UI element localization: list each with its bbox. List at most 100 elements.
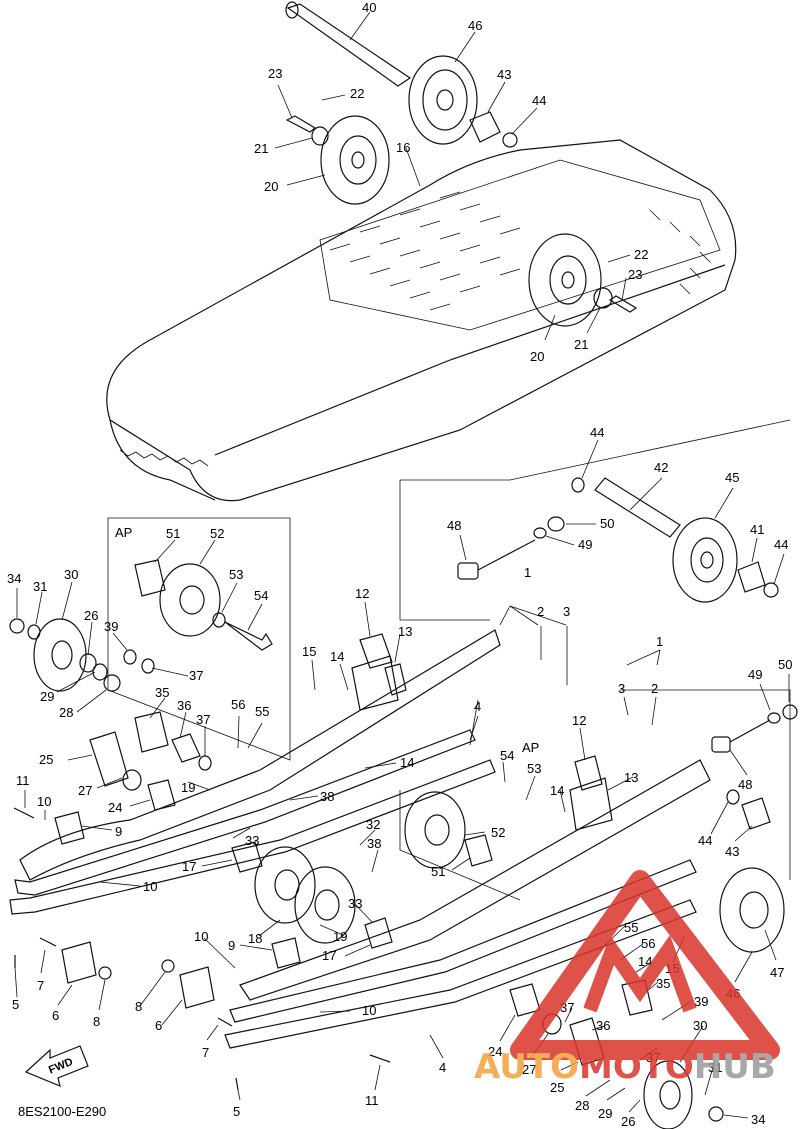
rivet-11-right bbox=[369, 1054, 391, 1063]
washer-31-left bbox=[27, 624, 41, 640]
nut-34-right bbox=[708, 1106, 724, 1122]
washer-8-left bbox=[98, 966, 112, 980]
callout-label: 26 bbox=[84, 608, 98, 623]
callout-label: 10 bbox=[37, 794, 51, 809]
callout-label: 51 bbox=[166, 526, 180, 541]
callout-label: 11 bbox=[16, 773, 30, 788]
collar-41 bbox=[737, 561, 766, 593]
callout-label: 9 bbox=[115, 824, 122, 839]
callout-label: 53 bbox=[527, 761, 541, 776]
callout-label: 23 bbox=[268, 66, 282, 81]
callout-label: 50 bbox=[778, 657, 792, 672]
callout-label: 13 bbox=[624, 770, 638, 785]
callout-label: 14 bbox=[550, 783, 564, 798]
callout-label: 45 bbox=[725, 470, 739, 485]
callout-label: 20 bbox=[530, 349, 544, 364]
callout-label: 54 bbox=[500, 748, 514, 763]
collar-51-left bbox=[134, 559, 166, 597]
callout-label: 7 bbox=[202, 1045, 209, 1060]
screw-7-left bbox=[39, 937, 57, 947]
collar-36-left bbox=[171, 733, 201, 763]
callout-label: 28 bbox=[59, 705, 73, 720]
washer-49-lower bbox=[767, 712, 781, 724]
wheel-52-left bbox=[159, 563, 221, 637]
callout-label: 5 bbox=[12, 997, 19, 1012]
idler-wheel-20-top bbox=[320, 115, 390, 205]
ap-label-left: AP bbox=[115, 525, 132, 540]
callout-label: 38 bbox=[367, 836, 381, 851]
callout-label: 44 bbox=[532, 93, 546, 108]
callout-label: 44 bbox=[698, 833, 712, 848]
callout-label: 16 bbox=[396, 140, 410, 155]
outline-right bbox=[620, 689, 791, 880]
callout-label: 19 bbox=[333, 929, 347, 944]
callout-label: 22 bbox=[634, 247, 648, 262]
callout-label: 42 bbox=[654, 460, 668, 475]
callout-label: 46 bbox=[468, 18, 482, 33]
collar-21-top bbox=[311, 126, 329, 146]
callout-label: 40 bbox=[362, 0, 376, 15]
diagram-code: 8ES2100-E290 bbox=[18, 1104, 106, 1119]
callout-label: 17 bbox=[182, 859, 196, 874]
callout-labels: 40 46 23 22 43 44 21 16 20 22 23 20 21 4… bbox=[7, 0, 792, 1129]
callout-label: 12 bbox=[572, 713, 586, 728]
outline-left bbox=[399, 480, 490, 621]
callout-label: 35 bbox=[155, 685, 169, 700]
ap-label-right: AP bbox=[522, 740, 539, 755]
callout-label: 37 bbox=[189, 668, 203, 683]
callout-label: 49 bbox=[578, 537, 592, 552]
callout-label: 37 bbox=[196, 712, 210, 727]
track-belt bbox=[106, 139, 737, 502]
callout-label: 41 bbox=[750, 522, 764, 537]
callout-label: 28 bbox=[575, 1098, 589, 1113]
fwd-arrow-icon: FWD bbox=[24, 1045, 89, 1088]
callout-label: 39 bbox=[104, 619, 118, 634]
nut-50-lower bbox=[782, 704, 798, 720]
callout-label: 56 bbox=[231, 697, 245, 712]
stopper-6-left bbox=[61, 941, 97, 984]
callout-label: 52 bbox=[491, 825, 505, 840]
callout-label: 3 bbox=[618, 681, 625, 696]
stopper-6-right bbox=[179, 966, 215, 1009]
callout-label: 27 bbox=[522, 1062, 536, 1077]
callout-label: 43 bbox=[497, 67, 511, 82]
callout-label: 31 bbox=[33, 579, 47, 594]
bracket-13-left bbox=[384, 663, 407, 696]
stopper-9-left bbox=[54, 811, 85, 845]
callout-label: 38 bbox=[320, 789, 334, 804]
ring-29-left bbox=[92, 663, 108, 681]
callout-label: 23 bbox=[628, 267, 642, 282]
callout-label: 22 bbox=[350, 86, 364, 101]
callout-label: 27 bbox=[78, 783, 92, 798]
callout-label: 2 bbox=[537, 604, 544, 619]
bracket-12-left bbox=[351, 633, 399, 711]
callout-label: 9 bbox=[228, 938, 235, 953]
slide-rail-left bbox=[9, 629, 501, 915]
callout-label: 25 bbox=[550, 1080, 564, 1095]
wheel-46-lower bbox=[719, 867, 785, 953]
callout-label: 14 bbox=[330, 649, 344, 664]
callout-label: 55 bbox=[624, 920, 638, 935]
callout-label: 4 bbox=[439, 1060, 446, 1075]
callout-label: 53 bbox=[229, 567, 243, 582]
washer-44-right bbox=[763, 582, 779, 598]
bolt-23-top bbox=[285, 115, 317, 133]
washer-53-left bbox=[212, 612, 226, 628]
callout-label: 26 bbox=[621, 1114, 635, 1129]
bracket-25-left bbox=[89, 731, 129, 787]
callout-label: 6 bbox=[52, 1008, 59, 1023]
callout-label: 13 bbox=[398, 624, 412, 639]
collar-43-lower bbox=[741, 797, 771, 830]
callout-label: 25 bbox=[39, 752, 53, 767]
washer-44-lower bbox=[726, 789, 740, 805]
ap-box-right bbox=[399, 790, 521, 901]
callout-label: 54 bbox=[254, 588, 268, 603]
callout-label: 29 bbox=[40, 689, 54, 704]
callout-label: 5 bbox=[233, 1104, 240, 1119]
callout-label: 36 bbox=[177, 698, 191, 713]
screw-5-right bbox=[235, 1077, 239, 1091]
idler-wheel-46-top bbox=[408, 55, 478, 145]
slide-rail-right bbox=[224, 759, 711, 1049]
ap-box-left bbox=[107, 517, 291, 761]
collar-17-left bbox=[231, 841, 263, 873]
